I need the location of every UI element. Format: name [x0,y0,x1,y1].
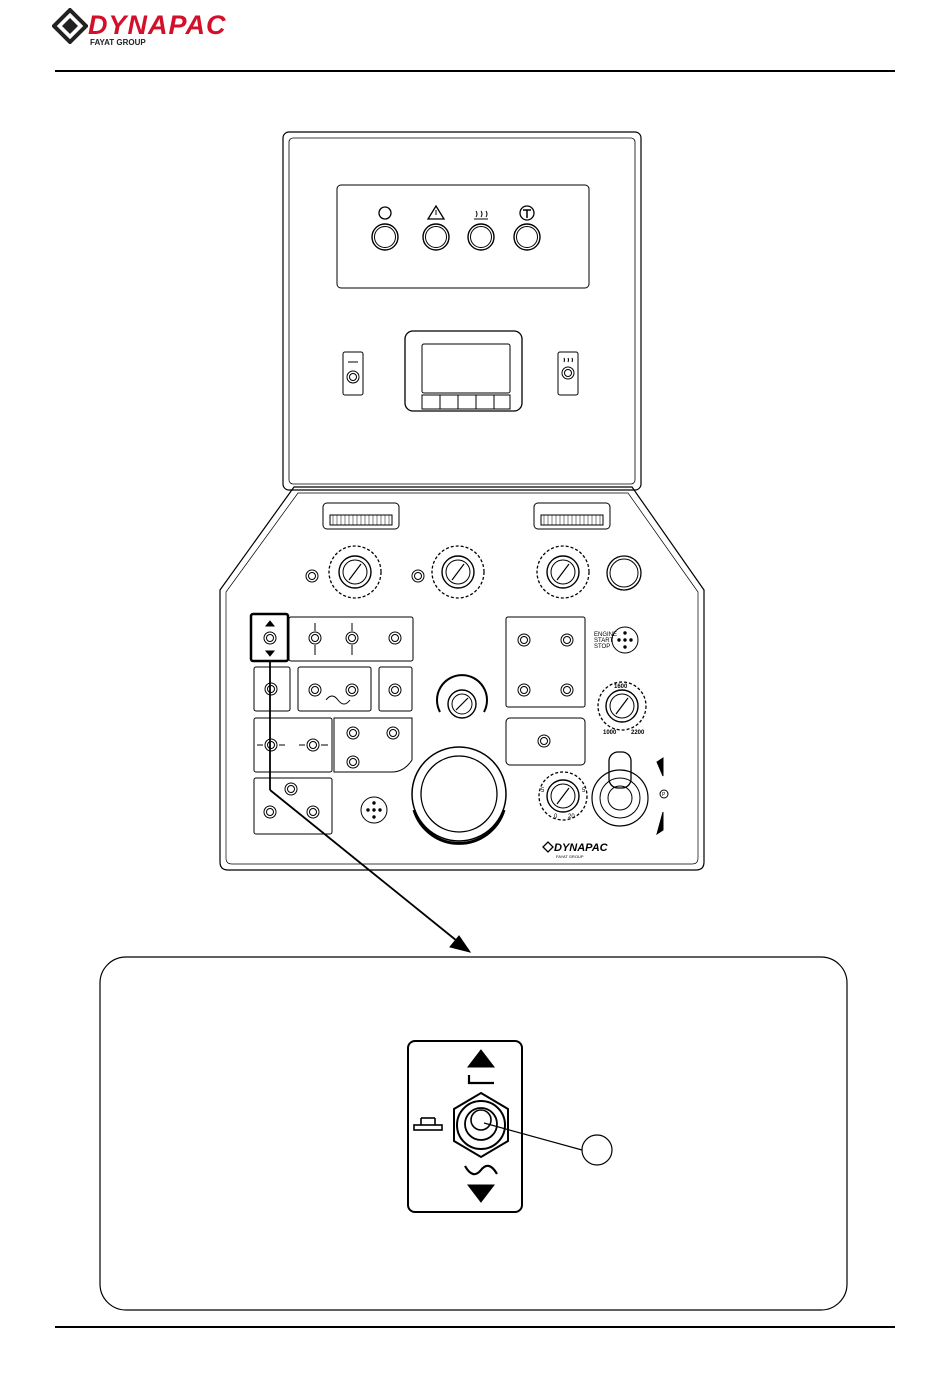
reverse-arrow-icon [657,812,663,834]
switch-pair-1[interactable] [309,623,401,655]
left-side-switch[interactable] [343,352,363,395]
warning-triangle-icon [428,206,444,219]
dial-2[interactable] [412,546,484,598]
switch-pair-2[interactable] [309,684,358,704]
footer-brand: DYNAPAC [554,842,609,854]
drive-joystick[interactable] [592,752,648,826]
raised-position-icon [469,1075,494,1083]
lower-panel [220,487,704,870]
small-speed-dial[interactable] [539,772,587,820]
float-position-icon [465,1166,497,1174]
dial-1[interactable] [306,546,381,598]
raise-arrow-icon [468,1050,494,1067]
steering-wheel[interactable] [412,747,506,843]
steering-dial[interactable] [437,675,487,718]
screed-lift-toggle-switch[interactable] [454,1093,508,1157]
detail-box [100,957,847,1310]
screed-width-switches[interactable] [257,739,328,751]
temperature-icon [520,206,534,220]
right-switch-grid[interactable] [518,634,573,696]
callout-leader [270,660,470,952]
display-screen[interactable] [405,331,522,411]
right-side-switch[interactable] [558,352,578,395]
right-handle [534,503,610,529]
footer-logo: DYNAPAC FAYAT GROUP [543,842,609,859]
dial-3[interactable] [537,546,589,598]
heat-icon [474,211,488,219]
small-dial-left-label: 5 [541,788,545,794]
rotate-icon [379,207,391,219]
forward-arrow-icon [657,758,663,776]
screed-lift-switch-small[interactable] [264,621,276,656]
emergency-stop-button[interactable] [607,556,641,590]
park-label: P [662,792,666,798]
footer-rule [55,1326,895,1328]
footer-subbrand: FAYAT GROUP [556,854,584,859]
upper-panel [283,132,641,490]
small-dial-bottom-left-label: 0 [554,814,558,820]
small-dial-bottom-right-label: 20 [568,814,575,820]
left-handle [323,503,399,529]
auger-switches[interactable] [264,783,319,818]
callout-marker [582,1135,612,1165]
engine-label-3: STOP [594,644,610,650]
rpm-right-label: 2200 [631,730,645,736]
rpm-left-label: 1000 [603,730,617,736]
rpm-top-label: 1600 [614,684,628,690]
horn-connector[interactable] [361,797,387,823]
lower-arrow-icon [468,1185,494,1202]
engine-start-stop-connector[interactable] [612,627,638,653]
warning-lamp-row [372,224,540,250]
screed-icon [414,1118,442,1130]
